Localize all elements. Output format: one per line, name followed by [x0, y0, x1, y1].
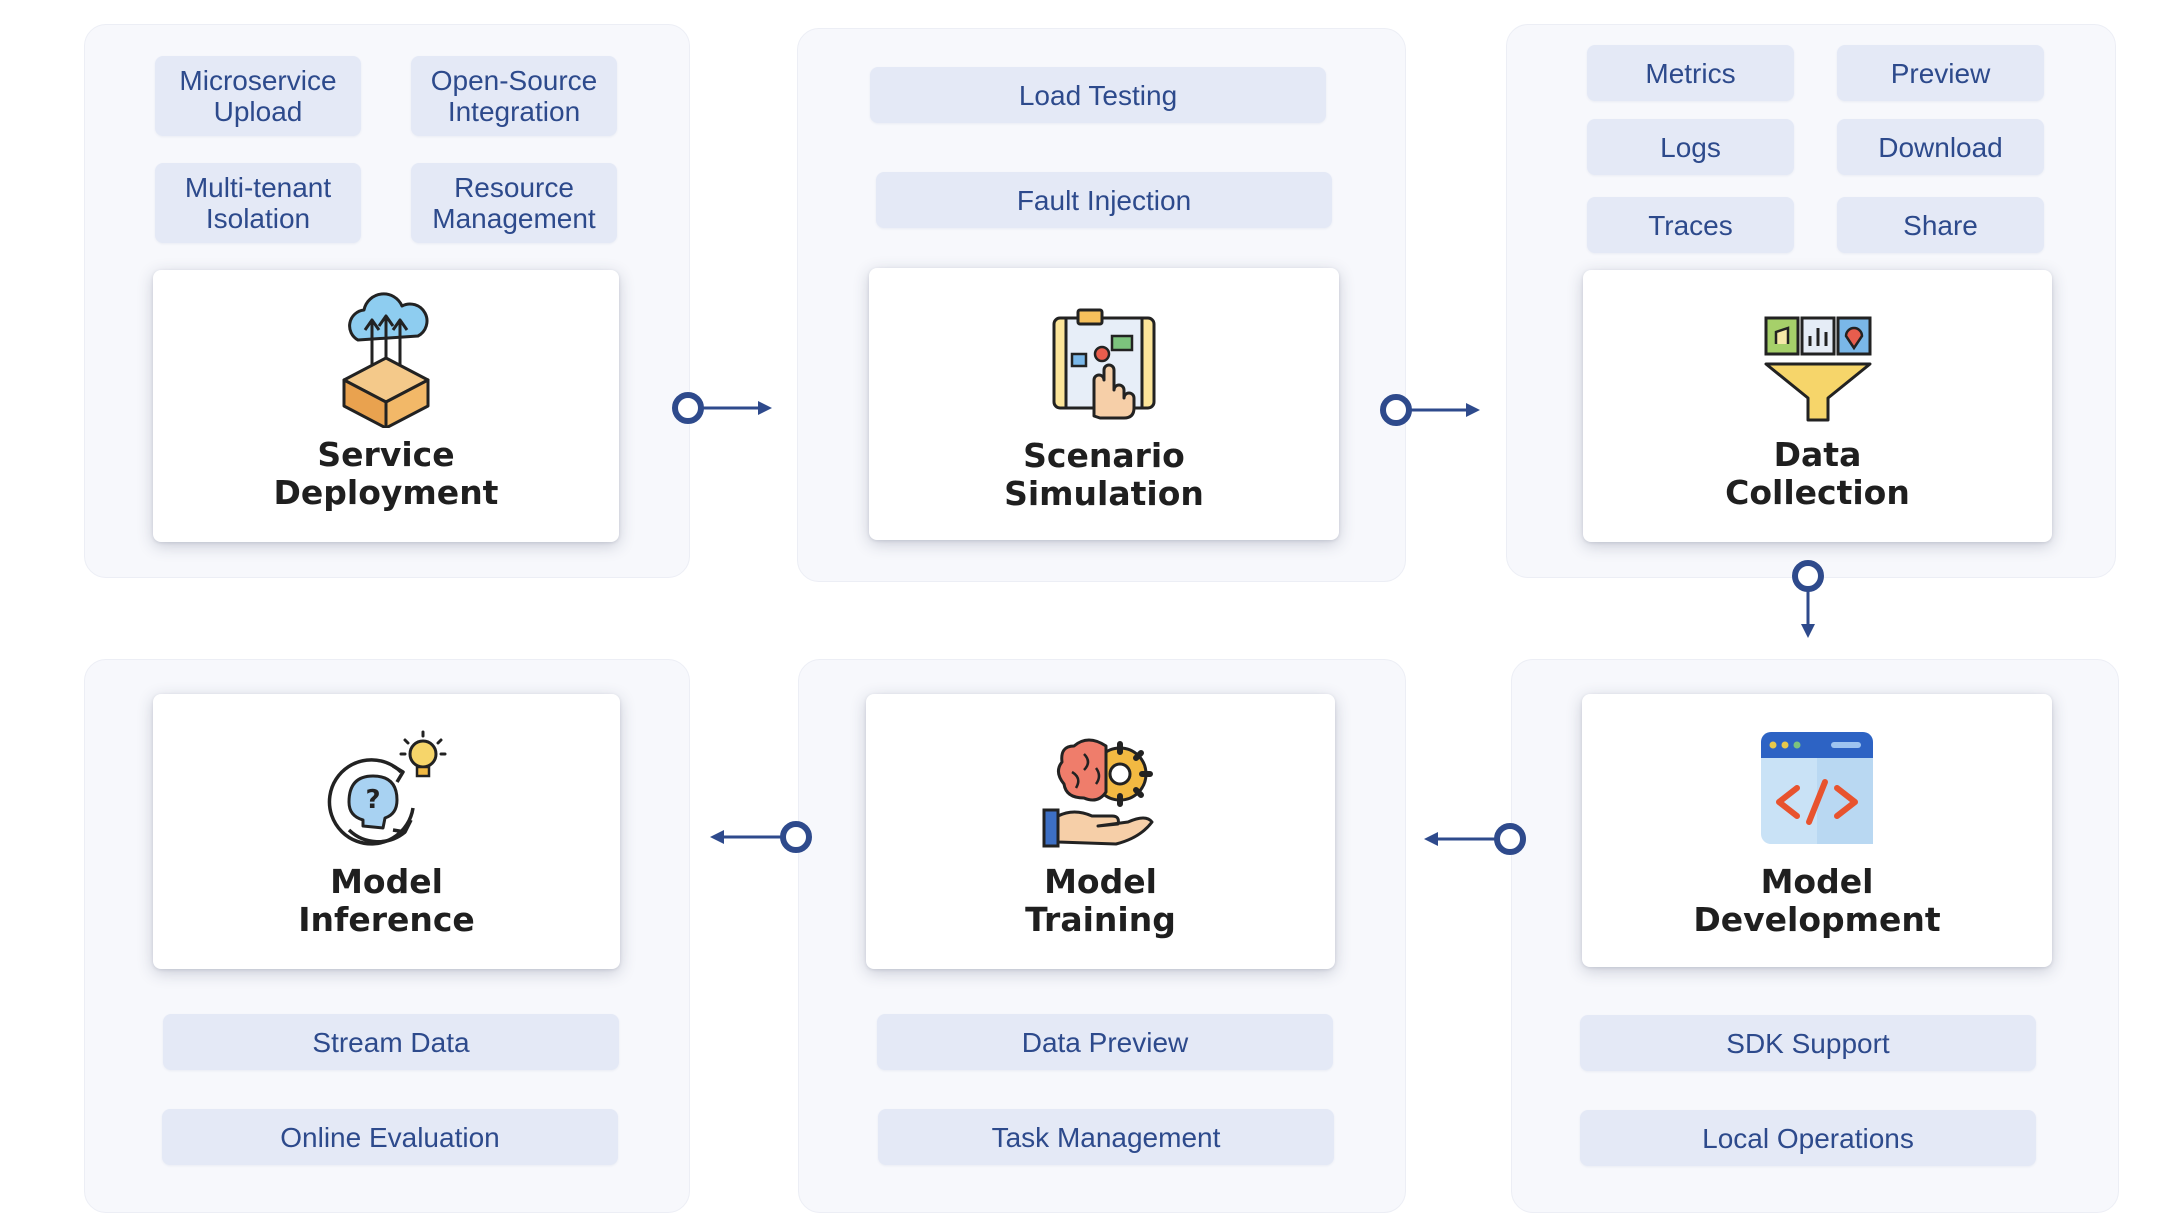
tag-fault-injection: Fault Injection	[876, 172, 1332, 228]
data-funnel-icon	[1764, 316, 1871, 422]
stage-card-service-deployment[interactable]: Service Deployment	[153, 270, 619, 542]
tag-multi-tenant-isolation: Multi-tenant Isolation	[155, 163, 361, 243]
stage-card-model-training[interactable]: Model Training	[866, 694, 1335, 969]
flow-arrow-development-to-training	[1424, 823, 1526, 855]
tag-load-testing: Load Testing	[870, 67, 1326, 123]
stage-panel-model-development: Model Development SDK Support Local Oper…	[1511, 659, 2119, 1213]
stage-panel-data-collection: Metrics Preview Logs Download Traces Sha…	[1506, 24, 2116, 578]
flow-arrow-collection-to-development	[1792, 560, 1824, 638]
tag-share: Share	[1837, 197, 2044, 253]
stage-card-model-inference[interactable]: ? Model Inference	[153, 694, 620, 969]
tag-task-management: Task Management	[878, 1109, 1334, 1165]
stage-panel-scenario-simulation: Load Testing Fault Injection Scenario Si…	[797, 28, 1406, 582]
svg-text:?: ?	[365, 785, 380, 815]
tag-logs: Logs	[1587, 119, 1794, 175]
tag-data-preview: Data Preview	[877, 1014, 1333, 1070]
cloud-box-icon	[342, 292, 430, 428]
tag-traces: Traces	[1587, 197, 1794, 253]
flow-arrow-deployment-to-simulation	[672, 392, 772, 424]
tag-stream-data: Stream Data	[163, 1014, 619, 1070]
stage-title: Scenario Simulation	[1004, 436, 1204, 513]
stage-title: Service Deployment	[273, 435, 499, 512]
tag-resource-management: Resource Management	[411, 163, 617, 243]
code-window-icon	[1761, 732, 1873, 844]
flow-arrow-training-to-inference	[710, 821, 812, 853]
tag-online-evaluation: Online Evaluation	[162, 1109, 618, 1165]
stage-card-model-development[interactable]: Model Development	[1582, 694, 2052, 967]
stage-panel-model-training: Model Training Data Preview Task Managem…	[798, 659, 1406, 1213]
stage-title: Model Development	[1693, 862, 1941, 939]
tag-download: Download	[1837, 119, 2044, 175]
tag-local-operations: Local Operations	[1580, 1110, 2036, 1166]
stage-card-scenario-simulation[interactable]: Scenario Simulation	[869, 268, 1339, 540]
touch-screen-icon	[1052, 308, 1156, 420]
stage-title: Data Collection	[1725, 435, 1910, 512]
flow-arrow-simulation-to-collection	[1380, 394, 1480, 426]
stage-panel-service-deployment: Microservice Upload Open-Source Integrat…	[84, 24, 690, 578]
head-lightbulb-icon: ?	[327, 730, 446, 846]
brain-gear-icon	[1042, 738, 1153, 848]
tag-microservice-upload: Microservice Upload	[155, 56, 361, 136]
tag-sdk-support: SDK Support	[1580, 1015, 2036, 1071]
stage-card-data-collection[interactable]: Data Collection	[1583, 270, 2052, 542]
tag-metrics: Metrics	[1587, 45, 1794, 101]
tag-open-source-integration: Open-Source Integration	[411, 56, 617, 136]
stage-panel-model-inference: ? Model Inference Stream Data Online Eva…	[84, 659, 690, 1213]
stage-title: Model Training	[1025, 862, 1176, 939]
stage-title: Model Inference	[298, 862, 475, 939]
tag-preview: Preview	[1837, 45, 2044, 101]
